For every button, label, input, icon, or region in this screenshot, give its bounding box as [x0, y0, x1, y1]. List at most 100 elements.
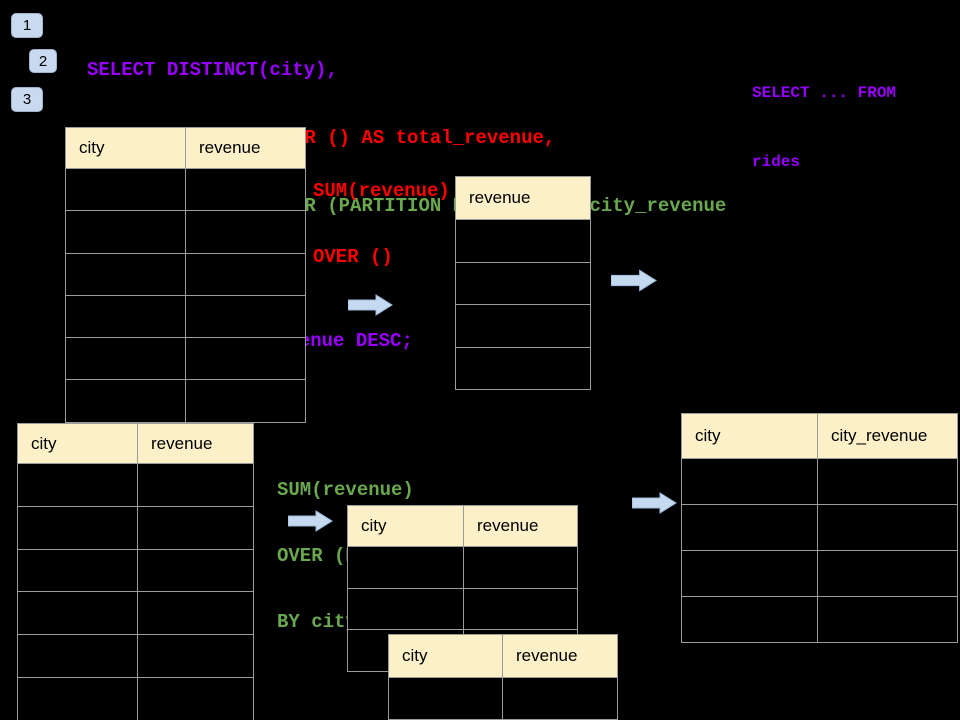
table-cell — [456, 263, 590, 305]
step-badge-3: 3 — [11, 87, 43, 112]
column-header-city-revenue: city_revenue — [831, 426, 928, 445]
table-row — [389, 678, 617, 719]
right-arrow-icon — [348, 294, 393, 316]
table-cell — [682, 551, 818, 596]
table-cell — [18, 549, 138, 592]
table-cell — [186, 380, 305, 421]
column-header-revenue: revenue — [469, 188, 531, 207]
table-row — [18, 464, 253, 506]
table-cell — [186, 338, 305, 379]
table-row — [682, 459, 957, 504]
table-cell — [66, 338, 186, 380]
table-cell — [186, 254, 305, 295]
table-cell — [18, 506, 138, 549]
table-cell — [818, 505, 957, 550]
step-badge-2: 2 — [29, 49, 57, 73]
table-row — [18, 548, 253, 592]
table-cell — [138, 550, 253, 592]
table-cell — [456, 348, 590, 390]
column-header-city: city — [66, 128, 186, 168]
table-cell — [818, 551, 957, 596]
table-cell — [456, 220, 590, 262]
annotation-total-line-1: SUM(revenue) — [313, 180, 450, 202]
column-header-revenue: revenue — [477, 516, 539, 535]
right-arrow-icon — [632, 492, 677, 514]
table-cell — [66, 380, 186, 422]
annotation-partition-line-1: SUM(revenue) — [277, 479, 414, 501]
side-note: SELECT ... FROM rides — [752, 36, 896, 197]
column-header-city: city — [682, 414, 818, 458]
table-row — [18, 634, 253, 677]
table-cell — [18, 592, 138, 635]
table-cell — [389, 678, 503, 719]
table-cell — [138, 592, 253, 634]
table-body — [389, 678, 617, 720]
table-cell — [818, 459, 957, 504]
side-note-line-2: rides — [752, 153, 801, 171]
table-body — [18, 464, 253, 720]
table-body — [682, 459, 957, 642]
table-row — [66, 210, 305, 253]
table-cell — [138, 507, 253, 549]
column-header-revenue: revenue — [199, 138, 261, 157]
column-header-city: city — [389, 635, 503, 677]
table-cell — [464, 547, 577, 588]
step-badge-1: 1 — [11, 13, 43, 38]
annotation-total-line-2: OVER () — [313, 246, 393, 268]
table-city-revenue-result: city city_revenue — [681, 413, 958, 643]
table-body — [456, 220, 590, 389]
column-header-revenue: revenue — [516, 646, 578, 665]
column-header-city: city — [18, 424, 138, 463]
table-row — [18, 591, 253, 635]
table-total-revenue-result: revenue — [455, 176, 591, 390]
table-cell — [138, 464, 253, 506]
table-cell — [138, 678, 253, 720]
right-arrow-icon — [611, 269, 657, 292]
table-cell — [348, 547, 464, 588]
right-arrow-icon — [288, 510, 333, 532]
table-cell — [456, 305, 590, 347]
table-cell — [186, 211, 305, 252]
table-cell — [682, 459, 818, 504]
table-row — [66, 337, 305, 380]
table-cell — [66, 211, 186, 253]
table-cell — [138, 635, 253, 677]
table-source-bottom: city revenue — [17, 423, 254, 720]
table-cell — [682, 597, 818, 642]
table-body — [66, 169, 305, 422]
table-cell — [18, 464, 138, 506]
table-row — [456, 220, 590, 262]
table-row — [682, 504, 957, 550]
table-row — [456, 261, 590, 305]
table-cell — [503, 678, 617, 719]
table-row — [456, 304, 590, 347]
table-row — [66, 169, 305, 211]
annotation-total-revenue: SUM(revenue) OVER () — [313, 136, 450, 290]
table-cell — [66, 253, 186, 295]
column-header-city: city — [348, 506, 464, 546]
table-row — [682, 596, 957, 642]
table-row — [348, 547, 577, 588]
table-cell — [464, 589, 577, 630]
table-cell — [818, 597, 957, 642]
table-cell — [348, 588, 464, 630]
table-cell — [682, 505, 818, 550]
table-row — [348, 587, 577, 630]
table-row — [456, 346, 590, 390]
table-cell — [18, 635, 138, 677]
table-source-top: city revenue — [65, 127, 306, 423]
table-cell — [186, 296, 305, 337]
column-header-revenue: revenue — [151, 433, 213, 453]
table-row — [18, 505, 253, 549]
side-note-line-1: SELECT ... FROM — [752, 84, 897, 102]
table-row — [66, 379, 305, 422]
table-row — [66, 252, 305, 295]
table-cell — [66, 295, 186, 338]
sql-line-select: SELECT DISTINCT(city), — [87, 59, 338, 82]
table-cell — [18, 677, 138, 720]
table-partition-front: city revenue — [388, 634, 618, 720]
table-row — [66, 294, 305, 338]
table-cell — [186, 169, 305, 210]
table-row — [18, 676, 253, 720]
